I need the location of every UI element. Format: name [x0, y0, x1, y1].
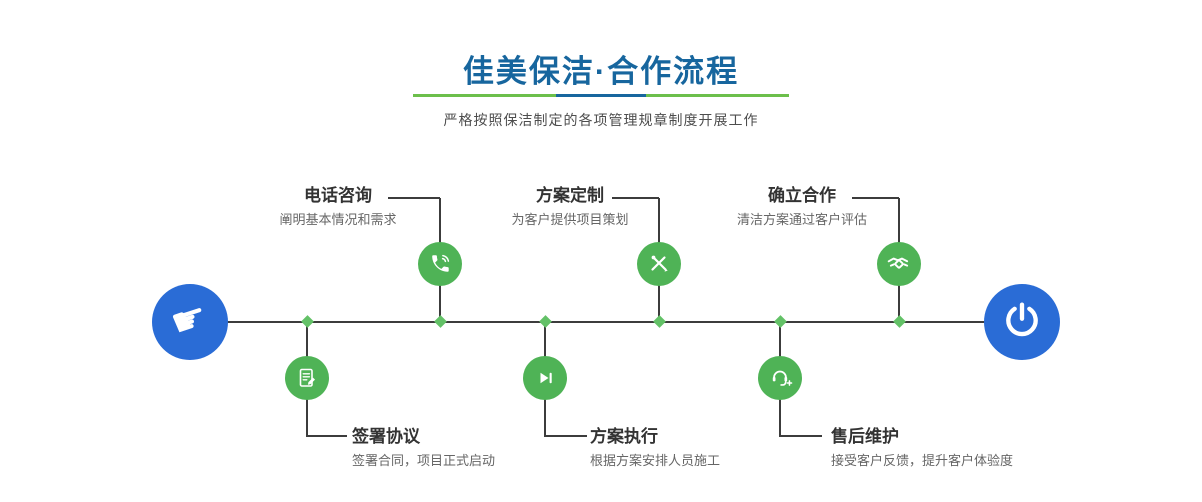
step-contract: 签署协议 签署合同，项目正式启动 [352, 427, 495, 469]
step-title: 签署协议 [352, 427, 420, 446]
page-subtitle: 严格按照保洁制定的各项管理规章制度开展工作 [443, 112, 759, 128]
contract-icon [295, 366, 319, 390]
step-desc: 接受客户反馈，提升客户体验度 [831, 453, 1014, 468]
connector-diamond [301, 315, 314, 328]
step-node-phone [418, 242, 462, 286]
step-title: 方案执行 [590, 427, 658, 446]
handshake-icon [886, 251, 912, 277]
step-node-handshake [877, 242, 921, 286]
step-phone: 电话咨询 阐明基本情况和需求 [228, 186, 448, 228]
execute-icon [533, 366, 557, 390]
step-node-contract [285, 356, 329, 400]
connector-diamond [893, 315, 906, 328]
connector-line [307, 435, 347, 437]
pointing-hand-icon: ☛ [165, 293, 214, 347]
connector-diamond [539, 315, 552, 328]
connector-line [545, 435, 587, 437]
step-execute: 方案执行 根据方案安排人员施工 [590, 427, 720, 469]
step-title: 确立合作 [768, 186, 836, 205]
connector-diamond [774, 315, 787, 328]
power-icon [1002, 300, 1042, 345]
timeline-start-node: ☛ [152, 284, 228, 360]
step-title: 电话咨询 [304, 186, 372, 205]
step-desc: 签署合同，项目正式启动 [352, 453, 496, 468]
title-underline [413, 94, 789, 97]
phone-icon [428, 252, 452, 276]
step-title: 售后维护 [831, 427, 899, 446]
connector-diamond [653, 315, 666, 328]
step-node-execute [523, 356, 567, 400]
connector-line [852, 197, 899, 199]
step-desc: 根据方案安排人员施工 [590, 453, 721, 468]
step-node-design [637, 242, 681, 286]
step-desc: 为客户提供项目策划 [511, 212, 629, 227]
step-design: 方案定制 为客户提供项目策划 [460, 186, 680, 228]
timeline-line [190, 321, 1022, 323]
connector-line [612, 197, 659, 199]
connector-line [780, 435, 822, 437]
connector-diamond [434, 315, 447, 328]
timeline-end-node [984, 284, 1060, 360]
step-desc: 清洁方案通过客户评估 [736, 212, 867, 227]
page-title: 佳美保洁·合作流程 [462, 54, 740, 89]
step-desc: 阐明基本情况和需求 [279, 212, 397, 227]
step-handshake: 确立合作 清洁方案通过客户评估 [692, 186, 912, 228]
step-headset: 售后维护 接受客户反馈，提升客户体验度 [831, 427, 1013, 469]
step-node-headset [758, 356, 802, 400]
headset-icon [768, 366, 793, 391]
design-icon [647, 252, 671, 276]
connector-line [388, 197, 440, 199]
step-title: 方案定制 [536, 186, 604, 205]
